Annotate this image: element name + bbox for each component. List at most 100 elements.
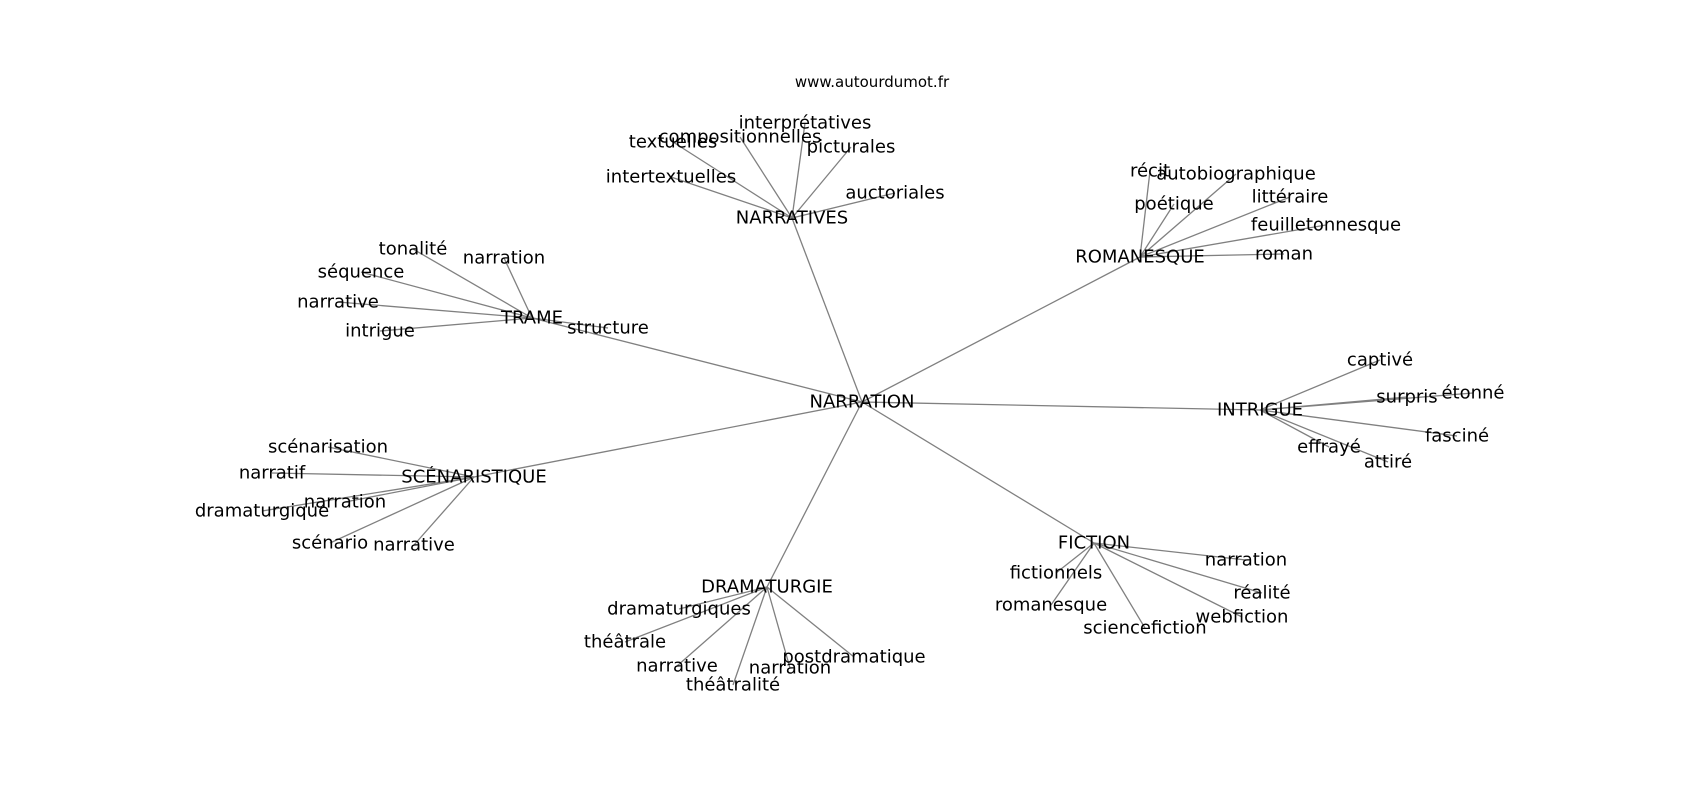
edge-hub-to-word <box>1139 173 1237 258</box>
edge-hub-to-word <box>766 586 855 658</box>
edge-hub-to-word <box>1093 542 1247 561</box>
edge-hub-to-word <box>1139 224 1327 258</box>
edge-hub-to-word <box>791 146 852 219</box>
edge-hub-to-word <box>337 301 533 319</box>
leaf-word-label: théâtralité <box>686 675 780 696</box>
edge-hub-to-word <box>531 317 609 329</box>
leaf-word-label: récit <box>1130 161 1170 182</box>
edge-center-to-hub <box>531 317 863 403</box>
edge-hub-to-word <box>327 446 475 478</box>
leaf-word-label: fasciné <box>1425 426 1489 447</box>
edge-hub-to-word <box>360 271 533 319</box>
edge-hub-to-word <box>739 136 793 219</box>
leaf-word-label: intertextuelles <box>606 167 736 188</box>
label-layer: www.autourdumot.fr interprétativescomposi… <box>195 73 1505 696</box>
edge-center-to-hub <box>861 401 1095 544</box>
edge-center-to-hub <box>861 256 1141 403</box>
edge-hub-to-word <box>1259 396 1408 411</box>
hub-label: DRAMATURGIE <box>701 577 833 598</box>
edge-hub-to-word <box>1259 409 1389 463</box>
edge-hub-to-word <box>344 476 475 503</box>
leaf-word-label: surpris <box>1376 387 1437 408</box>
hub-label: ROMANESQUE <box>1075 247 1205 268</box>
leaf-word-label: réalité <box>1233 583 1290 604</box>
leaf-word-label: sciencefiction <box>1083 618 1206 639</box>
edge-hub-to-word <box>624 586 768 643</box>
leaf-word-label: auctoriales <box>845 183 944 204</box>
edge-hub-to-word <box>670 176 793 219</box>
leaf-word-label: compositionnelles <box>659 127 822 148</box>
leaf-word-label: autobiographique <box>1156 164 1316 185</box>
leaf-word-label: postdramatique <box>782 647 925 668</box>
edge-hub-to-word <box>732 586 768 686</box>
leaf-word-label: narration <box>463 248 545 269</box>
hub-label: INTRIGUE <box>1217 400 1303 421</box>
edge-center-to-hub <box>791 217 863 403</box>
edge-hub-to-word <box>1139 196 1291 258</box>
edge-hub-to-word <box>1050 542 1095 606</box>
edge-hub-to-word <box>678 586 768 610</box>
leaf-word-label: narrative <box>297 292 379 313</box>
leaf-word-label: dramaturgiques <box>607 599 751 620</box>
leaf-word-label: interprétatives <box>739 113 872 134</box>
edge-center-to-hub <box>861 401 1261 411</box>
edge-hub-to-word <box>1055 542 1095 574</box>
leaf-word-label: narratif <box>239 463 306 484</box>
leaf-word-label: tonalité <box>379 239 448 260</box>
leaf-word-label: effrayé <box>1297 437 1361 458</box>
edge-hub-to-word <box>791 122 806 219</box>
leaf-word-label: intrigue <box>345 321 415 342</box>
edge-hub-to-word <box>412 248 533 319</box>
leaf-word-label: narration <box>304 492 386 513</box>
leaf-word-label: narration <box>749 658 831 679</box>
edge-hub-to-word <box>1093 542 1146 629</box>
edge-hub-to-word <box>1139 253 1285 258</box>
edge-hub-to-word <box>379 317 533 332</box>
hub-label: FICTION <box>1058 533 1130 554</box>
leaf-word-label: scénario <box>292 533 368 554</box>
leaf-word-label: feuilletonnesque <box>1251 215 1401 236</box>
leaf-word-label: narration <box>1205 550 1287 571</box>
leaf-word-label: webfiction <box>1196 607 1289 628</box>
edge-hub-to-word <box>1093 542 1263 594</box>
leaf-word-label: dramaturgique <box>195 501 329 522</box>
leaf-word-label: narrative <box>373 535 455 556</box>
edge-hub-to-word <box>1259 409 1330 448</box>
edge-hub-to-word <box>261 476 475 512</box>
edge-hub-to-word <box>413 476 475 546</box>
edge-hub-to-word <box>1259 409 1458 437</box>
edge-hub-to-word <box>672 141 793 219</box>
edge-hub-to-word <box>503 257 533 319</box>
edge-layer <box>261 122 1474 686</box>
edge-center-to-hub <box>766 401 863 588</box>
leaf-word-label: attiré <box>1364 452 1412 473</box>
leaf-word-label: picturales <box>807 137 896 158</box>
edge-hub-to-word <box>1139 203 1175 258</box>
edge-hub-to-word <box>329 476 475 544</box>
leaf-word-label: scénarisation <box>268 437 388 458</box>
leaf-word-label: littéraire <box>1252 187 1329 208</box>
leaf-word-label: étonné <box>1441 383 1504 404</box>
leaf-word-label: textuelles <box>629 132 717 153</box>
edge-hub-to-word <box>676 586 768 667</box>
leaf-word-label: fictionnels <box>1010 563 1103 584</box>
source-label: www.autourdumot.fr <box>795 73 950 91</box>
leaf-word-label: romanesque <box>995 595 1107 616</box>
leaf-word-label: narrative <box>636 656 718 677</box>
hub-label: TRAME <box>500 308 563 329</box>
edge-hub-to-word <box>1259 359 1381 411</box>
edge-hub-to-word <box>271 472 475 478</box>
hub-label: NARRATIVES <box>736 208 848 229</box>
center-node-label: NARRATION <box>810 392 915 413</box>
edge-hub-to-word <box>766 586 791 669</box>
edge-hub-to-word <box>1093 542 1243 618</box>
leaf-word-label: théâtrale <box>584 632 666 653</box>
edge-center-to-hub <box>473 401 863 478</box>
leaf-word-label: poétique <box>1134 194 1213 215</box>
leaf-word-label: séquence <box>318 262 405 283</box>
hub-label: SCÉNARISTIQUE <box>401 466 546 488</box>
edge-hub-to-word <box>1139 170 1151 258</box>
leaf-word-label: structure <box>567 318 649 339</box>
leaf-word-label: roman <box>1255 244 1313 265</box>
